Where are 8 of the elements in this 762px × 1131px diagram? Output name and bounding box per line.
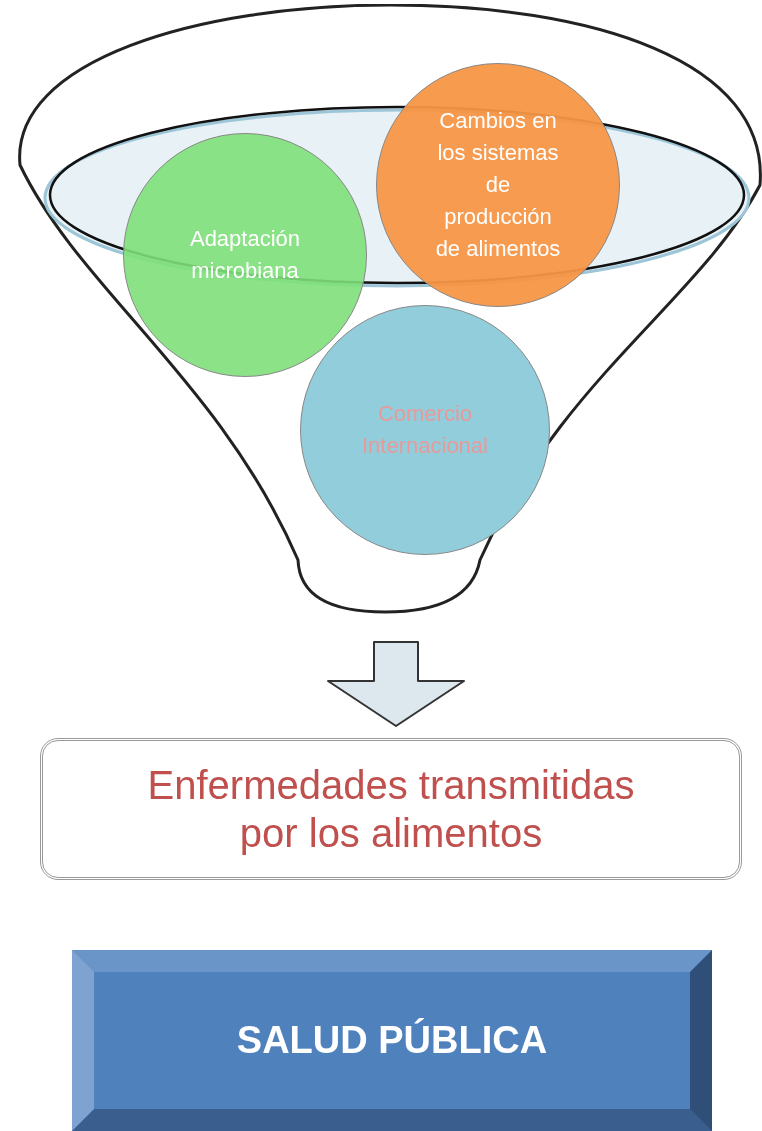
node-label: Comercio Internacional — [361, 400, 489, 460]
node-label: Adaptación microbiana — [188, 225, 302, 285]
node-label: SALUD PÚBLICA — [235, 1017, 549, 1063]
rounded-box — [40, 738, 742, 880]
block-arrow — [327, 641, 465, 727]
node-label: Enfermedades transmitidas por los alimentos — [146, 762, 636, 857]
bevel-box — [72, 950, 712, 1131]
node-label: Cambios en los sistemas de producción de alimentos — [434, 107, 562, 263]
